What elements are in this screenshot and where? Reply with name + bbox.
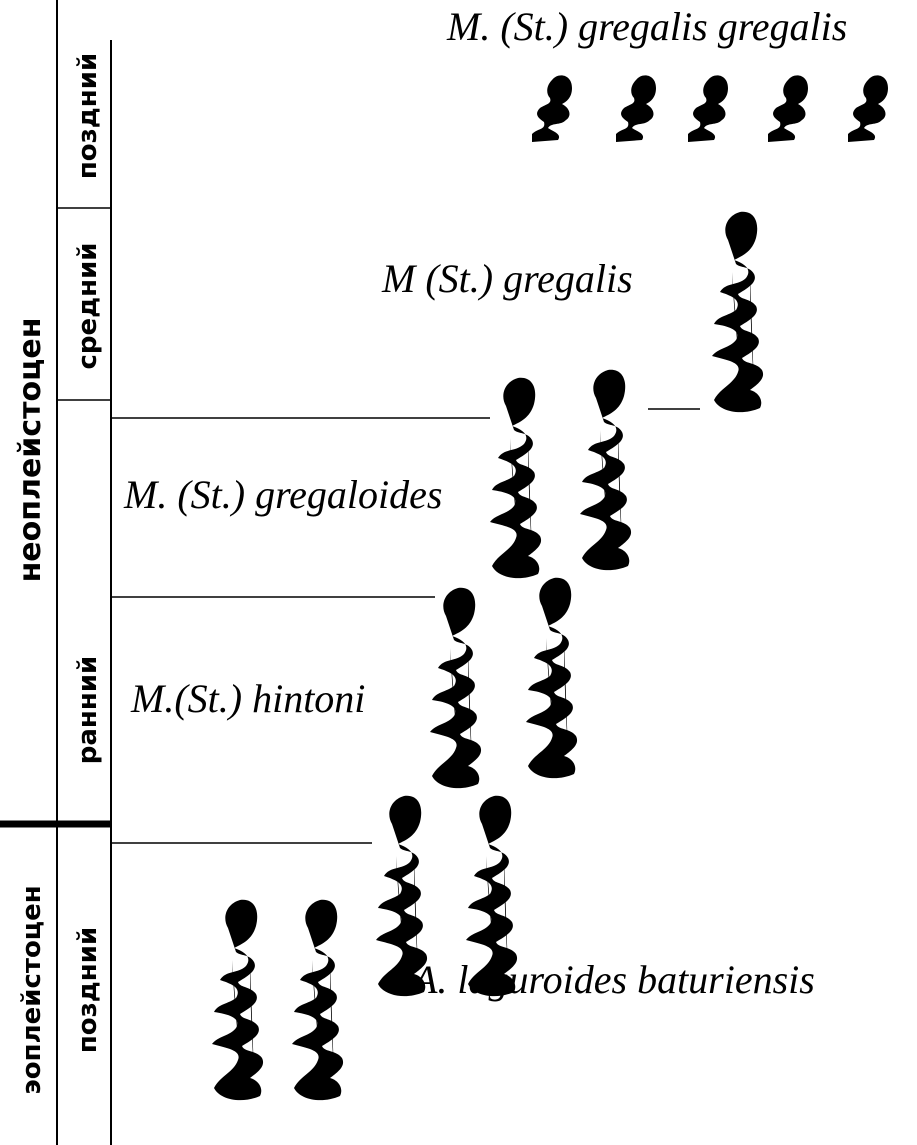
tooth-drawing xyxy=(580,370,631,570)
tooth-drawing xyxy=(684,75,728,154)
taxon-label-gregalis-gregalis: M. (St.) gregalis gregalis xyxy=(446,4,847,49)
unit-label-neopleistocene: неоплейстоцен xyxy=(13,318,48,583)
taxon-label-baturiensis: A. laguroides baturiensis xyxy=(410,957,815,1002)
tooth-group-gregaloides xyxy=(490,370,631,578)
subunit-label-late-neo: поздний xyxy=(73,53,103,179)
tooth-drawing xyxy=(212,900,263,1100)
tooth-drawing xyxy=(528,75,572,154)
unit-label-eopleistocene: эоплейстоцен xyxy=(17,885,47,1094)
taxon-label-gregalis: M (St.) gregalis xyxy=(381,256,633,301)
tooth-drawing xyxy=(490,378,541,578)
taxon-label-hintoni: M.(St.) hintoni xyxy=(130,676,365,721)
subunit-label-middle-neo: средний xyxy=(73,242,103,369)
tooth-group-hintoni xyxy=(430,578,577,788)
tooth-group-gregalis xyxy=(712,212,763,412)
tooth-drawing xyxy=(376,796,427,996)
tooth-drawing xyxy=(844,75,888,154)
tooth-row-gregalis-gregalis xyxy=(528,75,888,154)
tooth-drawing xyxy=(292,900,343,1100)
tooth-drawing xyxy=(430,588,481,788)
subunit-label-early-neo: ранний xyxy=(73,656,103,765)
tooth-group-baturiensis-lower xyxy=(212,900,343,1100)
subunit-label-late-eo: поздний xyxy=(73,927,103,1053)
tooth-drawing xyxy=(526,578,577,778)
tooth-drawing xyxy=(712,212,763,412)
tooth-drawing xyxy=(612,75,656,154)
taxon-label-gregaloides: M. (St.) gregaloides xyxy=(123,472,442,517)
tooth-drawing xyxy=(764,75,808,154)
